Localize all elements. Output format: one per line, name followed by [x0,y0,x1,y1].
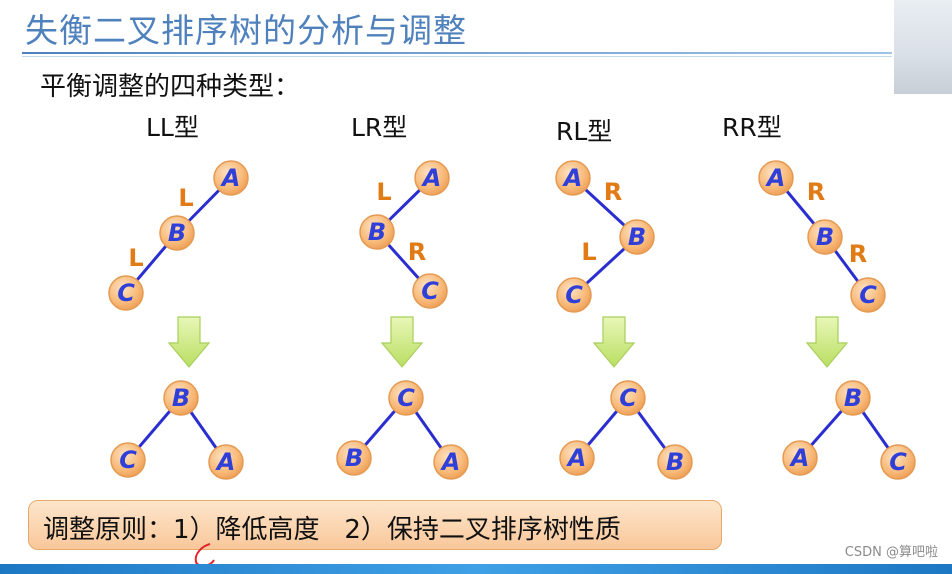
svg-text:C: C [619,384,637,412]
edge-label-ll-2: L [128,244,143,272]
title-underline [22,52,892,54]
node-ll-before-mid: B [159,215,195,251]
svg-text:A: A [215,448,236,476]
adjustment-rule-box: 调整原则：1）降低高度 2）保持二叉排序树性质 [28,500,722,550]
down-arrow-lr [380,316,424,368]
svg-text:C: C [421,277,439,305]
svg-text:C: C [859,281,877,309]
svg-text:B: B [345,444,363,472]
node-rl-before-bottom: C [556,277,592,313]
svg-text:B: B [844,384,862,412]
node-rr-before-mid: B [807,219,843,255]
svg-text:C: C [119,446,137,474]
type-label-rr: RR型 [722,113,782,142]
svg-text:B: B [168,219,186,247]
edge-label-rr-2: R [849,240,867,268]
node-ll-after-root: B [163,380,199,416]
node-lr-before-bottom: C [412,273,448,309]
svg-text:A: A [566,444,587,472]
presenter-webcam-overlay [894,0,952,94]
node-rr-after-right: C [880,444,916,480]
svg-text:C: C [397,384,415,412]
node-rl-before-top: A [555,160,591,196]
node-rl-after-right: B [657,444,693,480]
svg-text:A: A [220,164,241,192]
down-arrow-rl [592,316,636,368]
node-lr-after-right: A [433,444,469,480]
edge-label-lr-2: R [408,238,426,266]
type-label-rl: RL型 [556,117,613,146]
edge-label-rr-1: R [807,178,825,206]
title-underline-secondary [22,56,892,57]
adjustment-rule-text: 调整原则：1）降低高度 2）保持二叉排序树性质 [43,515,621,545]
node-rr-before-bottom: C [850,277,886,313]
subtitle: 平衡调整的四种类型： [40,72,301,102]
node-ll-after-left: C [110,442,146,478]
edge-label-lr-1: L [376,178,391,206]
node-lr-after-left: B [336,440,372,476]
node-lr-after-root: C [388,380,424,416]
node-rl-after-left: A [559,440,595,476]
edge-label-rl-1: R [604,178,622,206]
svg-text:B: B [628,223,646,251]
svg-text:A: A [440,448,461,476]
node-rr-after-left: A [782,440,818,476]
svg-text:A: A [789,444,810,472]
svg-text:C: C [565,281,583,309]
watermark: CSDN @算吧啦 [844,545,938,560]
type-label-ll: LL型 [146,113,199,142]
node-ll-before-top: A [213,160,249,196]
node-lr-before-mid: B [359,214,395,250]
node-rl-before-mid: B [619,219,655,255]
svg-text:C: C [117,279,135,307]
type-label-lr: LR型 [351,113,408,142]
node-rr-before-top: A [758,160,794,196]
bottom-accent-bar [0,564,952,574]
svg-text:A: A [765,164,786,192]
page-title: 失衡二叉排序树的分析与调整 [25,11,467,50]
node-rl-after-root: C [610,380,646,416]
edge-label-rl-2: L [581,238,596,266]
node-ll-before-bottom: C [108,275,144,311]
down-arrow-rr [805,316,849,368]
svg-text:B: B [816,223,834,251]
svg-text:C: C [889,448,907,476]
node-ll-after-right: A [208,444,244,480]
svg-text:B: B [172,384,190,412]
node-lr-before-top: A [414,160,450,196]
svg-text:A: A [421,164,442,192]
node-rr-after-root: B [835,380,871,416]
svg-text:A: A [562,164,583,192]
svg-text:B: B [368,218,386,246]
down-arrow-ll [167,316,211,368]
edge-label-ll-1: L [178,184,193,212]
svg-text:B: B [666,448,684,476]
